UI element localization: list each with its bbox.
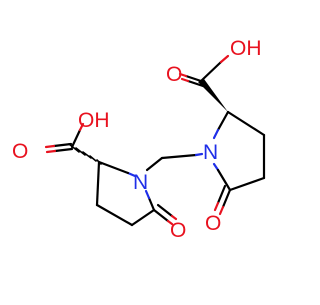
bond-left-cooh-o2-red [44,144,56,149]
atom-oh-right: OH [230,37,262,60]
bond-right-c5-o-red [218,205,225,216]
bond-right-cooh-oh-red [219,54,230,64]
atom-n-right: N [203,141,218,164]
atom-n-left: N [133,171,148,194]
molecule-canvas: OH O N O OH O N O [12,37,266,242]
bond-left-cooh-oh-red [78,122,85,132]
bond-linker-right [160,153,198,160]
bond-left-n-c5-blue [144,189,151,200]
bond-right-c2-c3 [226,110,266,137]
bond-right-cooh-o2-red [180,77,190,83]
bond-left-n-c2-blue [126,171,137,178]
atom-o-left-lactam: O [170,219,186,242]
bond-left-c5-o [152,208,170,223]
atom-o-right-acid: O [166,63,182,86]
atom-o-left-acid: O [12,140,28,163]
bond-left-c5-o2-red [170,214,178,221]
bond-left-cooh-o [53,147,74,153]
bond-left-n-c2 [97,160,130,175]
bond-right-n-c2 [216,110,230,132]
bond-left-cooh-o-red [45,149,57,154]
hash-wedge-left-c2-cooh [68,143,102,165]
bond-right-cooh-o-red [178,72,188,78]
bond-right-cooh-o2 [186,79,205,88]
bond-right-c5-o [221,188,232,209]
bond-left-c5-o2 [156,203,174,218]
bond-right-n-c5-blue [212,162,220,172]
molecule-structure: OH O N O OH O N O [12,37,266,242]
bond-right-c5-o2-red [213,201,220,212]
atom-o-right-lactam: O [205,212,221,235]
wedge-right-c2-cooh [198,79,228,112]
bond-left-cooh-oh [70,128,82,149]
bond-right-n-c5 [216,168,232,192]
bond-left-n-c5 [147,196,156,212]
bond-right-c5-o2 [216,184,227,205]
atom-oh-left: OH [78,109,110,132]
bond-right-c4-c5 [228,176,266,192]
bond-right-n-c2-blue [212,128,220,140]
bond-left-c2-c3 [95,160,101,207]
bond-linker-left [145,156,164,172]
bond-linker-right-blue [194,152,204,157]
bond-right-cooh-o [184,74,203,83]
bond-right-cooh-oh [199,60,223,83]
bond-left-c3-c4 [95,203,134,227]
bond-left-c5-o-red [166,219,174,226]
bond-left-c4-c5 [130,208,156,227]
bond-left-cooh-o2 [52,142,73,148]
